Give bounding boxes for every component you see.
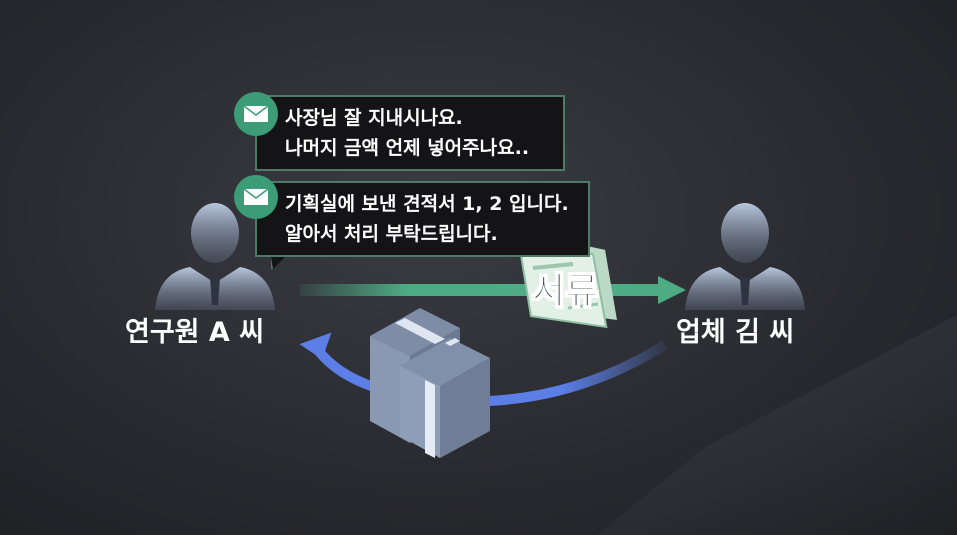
message-bubble-1: 사장님 잘 지내시나요. 나머지 금액 언제 넣어주나요..	[255, 95, 565, 171]
message-1-line-1: 사장님 잘 지내시나요.	[285, 107, 463, 129]
message-bubble-2: 기획실에 보낸 견적서 1, 2 입니다. 알아서 처리 부탁드립니다.	[255, 181, 590, 269]
person-right-label: 업체 김 씨	[676, 317, 795, 348]
envelope-icon	[234, 92, 278, 136]
bubble-tail	[271, 257, 285, 269]
person-left-icon	[155, 203, 275, 310]
message-2-line-2: 알아서 처리 부탁드립니다.	[285, 223, 498, 245]
envelope-icon	[234, 175, 278, 219]
message-2-line-1: 기획실에 보낸 견적서 1, 2 입니다.	[285, 193, 569, 215]
document-label: 서류	[531, 271, 599, 313]
person-right-icon	[685, 203, 805, 310]
money-stack-icon	[370, 308, 490, 458]
money-arrow-head	[299, 332, 332, 360]
person-left-label: 연구원 A 씨	[125, 317, 265, 348]
document-arrow-head	[658, 276, 686, 304]
message-1-line-2: 나머지 금액 언제 넣어주나요..	[285, 137, 530, 159]
